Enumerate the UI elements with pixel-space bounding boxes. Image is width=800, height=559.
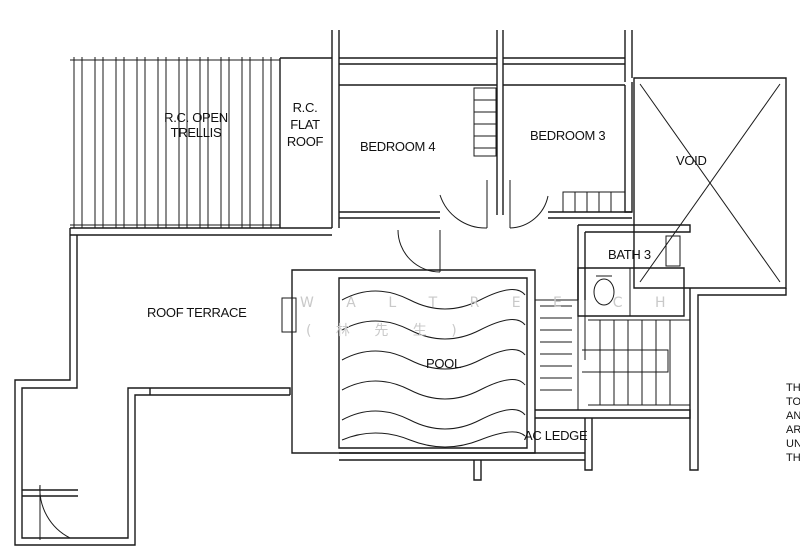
side-note-line: UN — [786, 438, 800, 450]
door-swings — [40, 180, 548, 540]
label-rc-open-trellis: R.C. OPEN TRELLIS — [164, 110, 228, 140]
label-ac-ledge: AC LEDGE — [524, 428, 588, 443]
label-bedroom-4: BEDROOM 4 — [360, 139, 436, 154]
staircase — [535, 300, 690, 410]
label-pool: POOL — [426, 356, 461, 371]
watermark-subtext: ( 林 先 生 ) — [306, 323, 467, 339]
side-note: TH TO AN AR UN TH — [786, 381, 800, 465]
side-note-line: AR — [786, 424, 800, 436]
label-bedroom-3: BEDROOM 3 — [530, 128, 606, 143]
side-note-line: TH — [786, 452, 800, 464]
label-void: VOID — [676, 153, 707, 168]
side-note-line: AN — [786, 410, 800, 422]
side-note-line: TH — [786, 382, 800, 394]
bath-walls — [578, 225, 690, 360]
label-rc-flat-roof: R.C. FLAT ROOF — [286, 100, 324, 149]
lower-walls — [339, 410, 690, 480]
wardrobes — [474, 88, 625, 212]
trellis-beams — [70, 57, 280, 228]
side-note-line: TO — [786, 396, 800, 408]
label-roof-terrace: ROOF TERRACE — [147, 305, 247, 320]
upper-walls — [280, 30, 632, 228]
label-bath-3: BATH 3 — [608, 247, 651, 262]
void-outline — [634, 78, 786, 470]
watermark-text: W A L T R E E C H — [300, 295, 680, 311]
terrace-walls — [15, 228, 332, 545]
